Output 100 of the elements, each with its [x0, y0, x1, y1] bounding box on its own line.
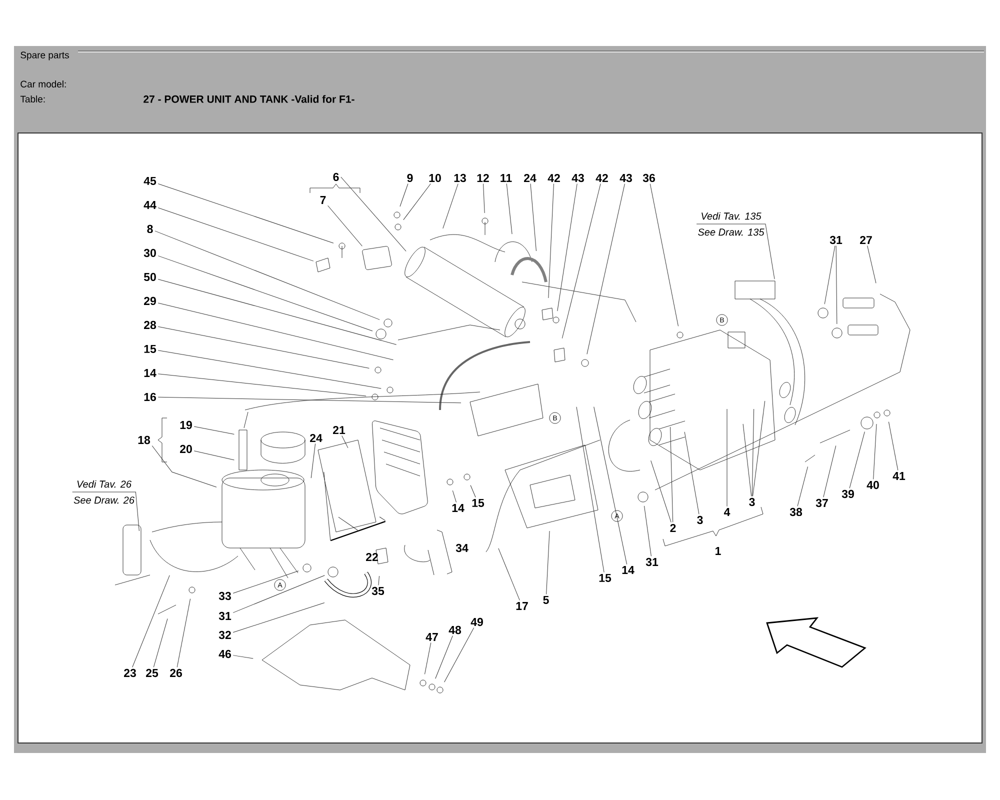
- callout-number: 50: [144, 272, 156, 282]
- callout-number: 43: [620, 174, 632, 182]
- leader-line: [867, 245, 876, 284]
- callout-number: 42: [548, 174, 560, 182]
- leader-line: [158, 374, 366, 396]
- callout-number: 23: [124, 668, 136, 678]
- leader-line: [158, 302, 394, 360]
- callout-number: 1: [716, 547, 721, 555]
- leader-line: [670, 426, 674, 523]
- callout-number: 19: [180, 420, 192, 430]
- callout-number: 49: [470, 618, 483, 626]
- callout-number: 14: [452, 504, 464, 512]
- leader-line: [823, 446, 836, 498]
- leader-line: [424, 642, 432, 674]
- leader-line: [153, 618, 168, 668]
- header-label: Car model:: [20, 80, 67, 88]
- callout-number: 29: [144, 296, 156, 306]
- leader-line: [158, 208, 314, 262]
- leader-line: [530, 183, 536, 252]
- callout-number: 48: [448, 626, 462, 634]
- leader-line: [546, 530, 550, 595]
- callout-number: 4: [724, 508, 730, 516]
- leader-line: [444, 628, 474, 682]
- callout-number: 11: [500, 174, 512, 182]
- leader-line: [644, 506, 652, 556]
- leader-line: [650, 460, 672, 523]
- leader-line: [232, 575, 325, 613]
- leader-line: [328, 205, 362, 246]
- leader-line: [176, 598, 191, 668]
- callout-number: 35: [372, 586, 384, 596]
- callout-number: 6: [333, 172, 339, 182]
- callout-number: 18: [138, 436, 150, 444]
- leader-line: [340, 176, 406, 252]
- leader-line: [824, 246, 836, 304]
- leader-line: [562, 183, 601, 338]
- callout-number: 45: [144, 176, 156, 185]
- header-label: Table:: [20, 96, 46, 102]
- leader-line: [797, 466, 808, 506]
- leader-line: [873, 424, 877, 480]
- leader-line: [379, 516, 386, 521]
- bracket: [330, 520, 386, 542]
- leader-line: [72, 492, 140, 532]
- callout-number: 40: [866, 480, 879, 490]
- callout-number: 15: [599, 574, 612, 582]
- leader-line: [742, 424, 752, 496]
- callout-number: 17: [516, 602, 528, 610]
- callout-number: 9: [407, 174, 413, 182]
- leader-line: [726, 408, 728, 507]
- callout-number: 12: [477, 174, 489, 182]
- callout-number: 10: [429, 174, 441, 182]
- callout-number: 13: [454, 174, 466, 182]
- leader-line: [158, 183, 334, 244]
- callout-number: 34: [456, 544, 468, 552]
- callout-number: 30: [144, 248, 156, 258]
- callout-number: 36: [642, 174, 655, 182]
- leader-line: [888, 422, 898, 471]
- callout-number: 28: [144, 320, 156, 330]
- callout-number: 41: [892, 472, 906, 480]
- leader-line: [586, 184, 625, 354]
- callout-number: 24: [524, 174, 536, 182]
- callout-number: 7: [320, 196, 326, 204]
- callout-number: 2: [670, 524, 676, 532]
- leader-line: [194, 426, 234, 435]
- leader-line: [158, 256, 373, 332]
- leader-line: [849, 431, 865, 488]
- callout-number: 3: [749, 498, 755, 506]
- callout-number: 37: [816, 498, 828, 508]
- leader-line: [232, 570, 299, 594]
- callout-number: 33: [218, 592, 231, 600]
- leader-line: [158, 278, 397, 345]
- leader-line: [470, 485, 476, 498]
- leader-line: [594, 406, 628, 565]
- table-title: 27 - POWER UNIT AND TANK -Valid for F1-: [144, 95, 354, 103]
- callout-number: 44: [144, 201, 156, 209]
- callout-number: 26: [170, 668, 182, 678]
- leader-line: [650, 184, 679, 326]
- leader-line: [154, 230, 380, 320]
- leader-line: [684, 432, 700, 514]
- leader-line: [158, 396, 462, 404]
- callout-number: 16: [144, 392, 156, 402]
- leader-line: [506, 183, 512, 234]
- leader-line: [483, 183, 485, 214]
- leader-line: [232, 602, 325, 633]
- callout-number: 43: [572, 174, 584, 182]
- header-label: Spare parts: [20, 52, 70, 60]
- leader-line: [310, 443, 316, 478]
- callout-number: 3: [697, 516, 703, 524]
- callout-number: 22: [366, 552, 378, 561]
- callout-number: 25: [146, 668, 158, 678]
- reference-note: Vedi Tav. 26 See Draw. 26: [74, 480, 134, 504]
- callout-number: 31: [646, 558, 658, 566]
- leader-line: [158, 350, 382, 389]
- leader-line: [752, 408, 754, 496]
- leader-line: [132, 575, 170, 668]
- leader-line: [232, 655, 254, 659]
- callout-number: 20: [180, 444, 192, 454]
- leader-line: [557, 184, 578, 312]
- callout-number: 15: [472, 499, 484, 507]
- callout-number: 38: [790, 508, 802, 516]
- leader-line: [576, 406, 604, 573]
